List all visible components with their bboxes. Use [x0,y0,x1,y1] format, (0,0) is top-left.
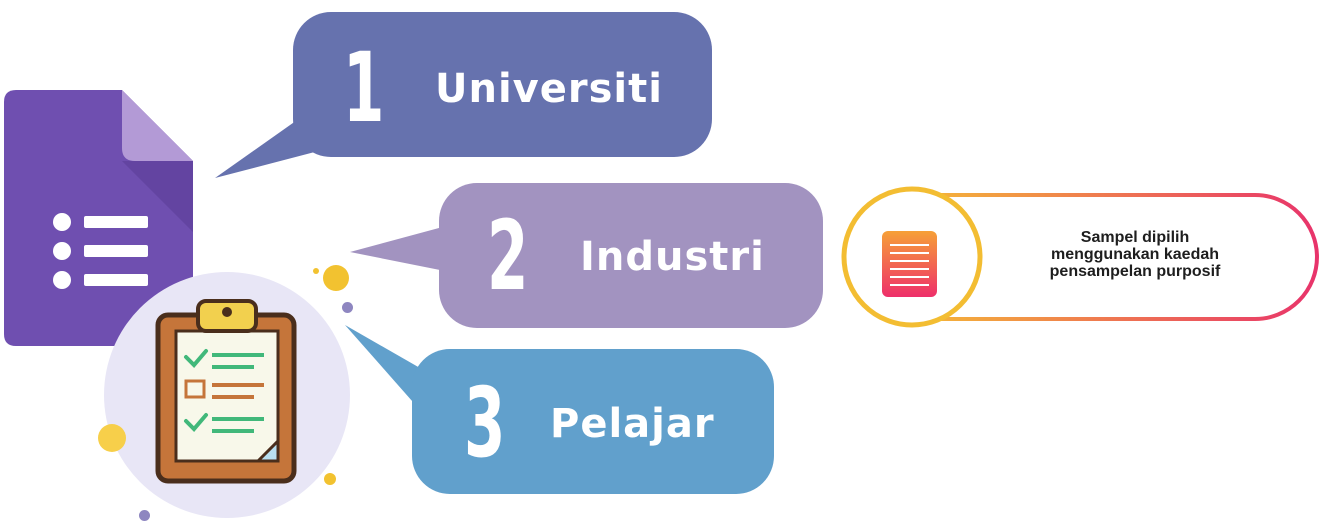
google-forms-icon [4,90,193,346]
note-text: Sampel dipilih menggunakan kaedah pensam… [975,229,1295,280]
step-label: Pelajar [550,401,715,447]
decor-dot [313,268,319,274]
step-bubble-3: 3 Pelajar [412,349,774,494]
note-line-2: menggunakan kaedah [1050,246,1220,263]
step-label: Industri [580,234,765,280]
step-bubble-2: 2 Industri [439,183,823,328]
note-callout [841,186,1319,328]
note-line-1: Sampel dipilih [1080,229,1190,246]
decor-dot [323,265,349,291]
step-number: 1 [343,32,385,144]
step-number: 2 [487,200,529,312]
note-line-3: pensampelan purposif [1049,263,1221,280]
step-label: Universiti [435,66,663,112]
step-number: 3 [464,367,506,479]
decor-dot [342,302,353,313]
clipboard-checklist-icon [155,299,297,484]
decor-dot [139,510,150,521]
document-list-icon [882,231,937,297]
decor-dot [98,424,126,452]
decor-dot [324,473,336,485]
step-bubble-1: 1 Universiti [293,12,712,157]
